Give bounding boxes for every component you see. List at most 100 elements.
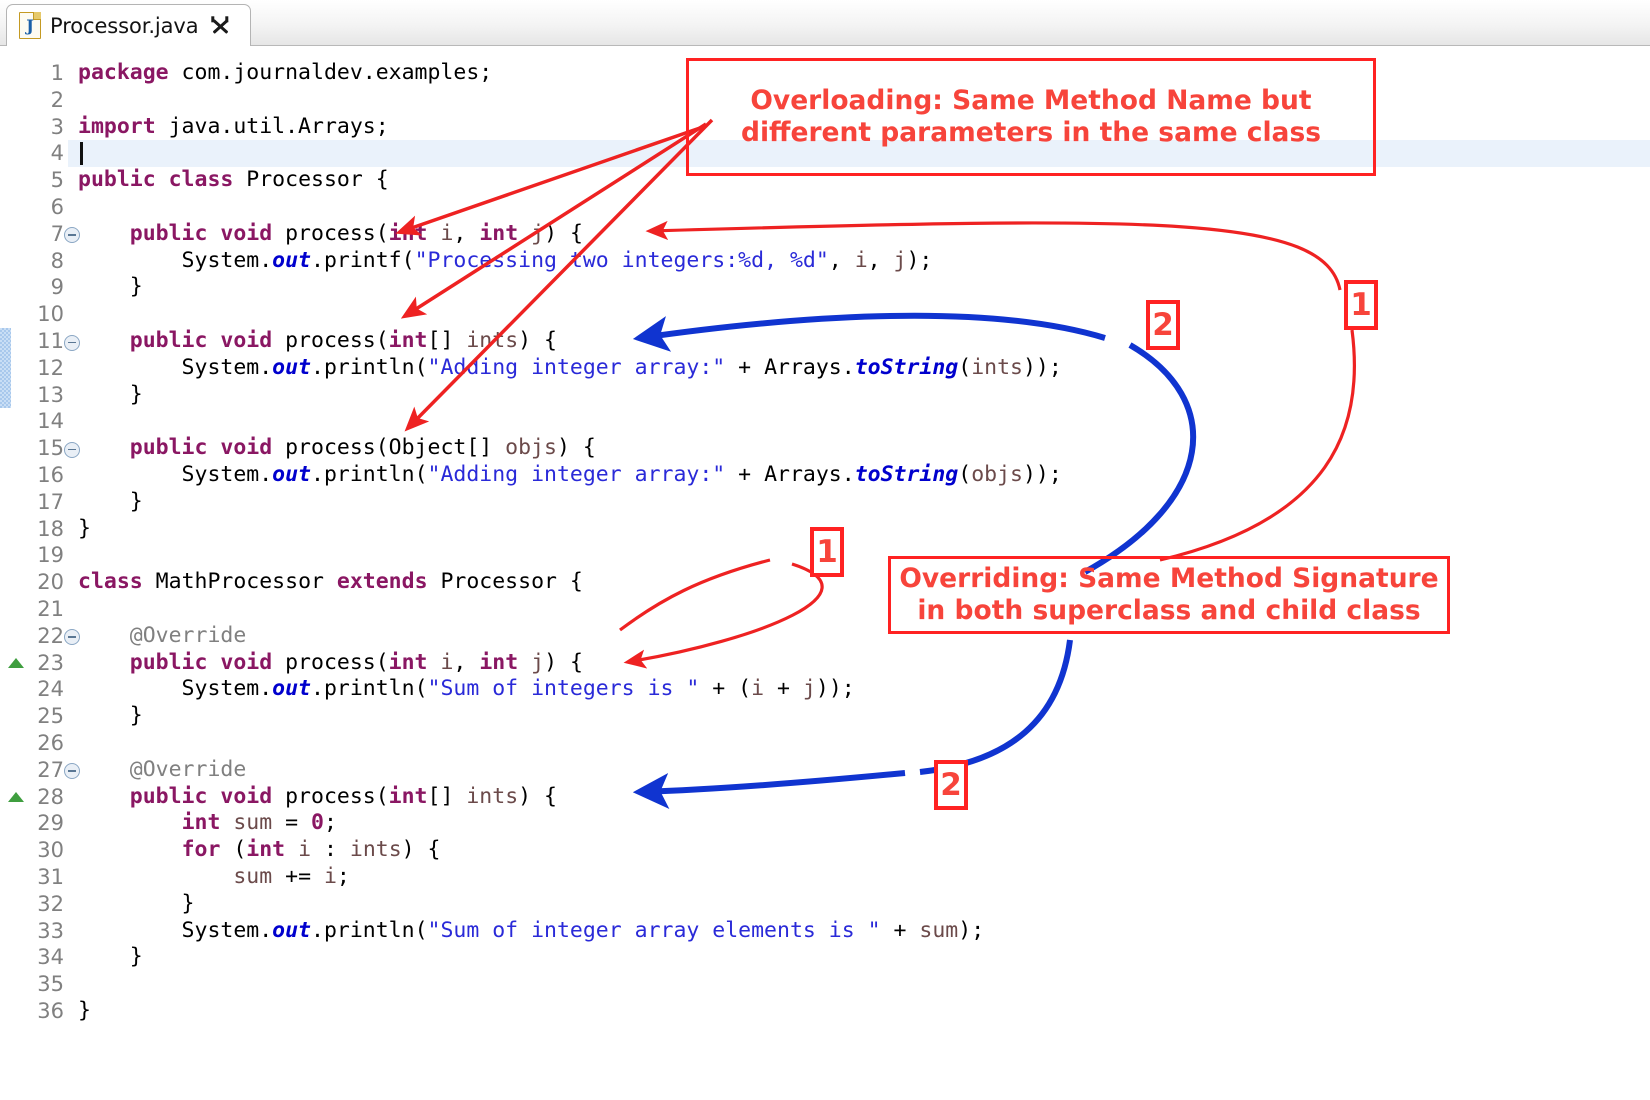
code-line-20: 20 class MathProcessor extends Processor …	[0, 569, 1650, 596]
marker-2-overriding-bottom: 2	[934, 760, 968, 810]
fold-collapse-icon[interactable]	[64, 441, 80, 458]
line-number: 22	[37, 623, 64, 648]
override-marker-icon[interactable]	[8, 657, 24, 668]
java-file-icon: J	[19, 12, 41, 39]
fold-collapse-icon[interactable]	[64, 763, 80, 780]
line-number: 3	[50, 114, 64, 139]
code-line-21: 21	[0, 596, 1650, 623]
override-marker-icon[interactable]	[8, 791, 24, 802]
code-line-17: 17 }	[0, 489, 1650, 516]
tab-title: Processor.java	[50, 13, 199, 38]
code-text: for (int i : ints) {	[181, 837, 441, 863]
line-number: 31	[37, 865, 64, 889]
editor-tab-bar: J Processor.java	[0, 0, 1650, 46]
code-line-36: 36}	[0, 998, 1650, 1025]
code-text: public class Processor {	[78, 167, 389, 193]
line-number: 10	[37, 302, 64, 327]
code-text: }	[78, 703, 143, 729]
code-text: class MathProcessor extends Processor {	[78, 569, 583, 595]
code-line-34: 34 }	[0, 944, 1650, 971]
close-icon[interactable]	[209, 15, 231, 37]
line-number: 30	[37, 838, 64, 863]
line-number: 33	[37, 918, 64, 943]
code-line-10: 10	[0, 301, 1650, 328]
code-text: public void process(Object[] objs) {	[129, 435, 596, 461]
line-number: 1	[50, 61, 64, 85]
code-line-6: 6	[0, 194, 1650, 221]
code-line-3: 3 import java.util.Arrays;	[0, 114, 1650, 141]
fold-collapse-icon[interactable]	[64, 334, 80, 351]
marker-1-overloading-bottom: 1	[810, 527, 844, 577]
code-line-29: 29 int sum = 0;	[0, 810, 1650, 837]
code-line-16: 16 System.out.println("Adding integer ar…	[0, 462, 1650, 489]
line-number: 6	[50, 195, 64, 219]
code-text: public void process(int i, int j) {	[129, 220, 583, 246]
line-number: 26	[37, 731, 64, 755]
line-number: 25	[37, 704, 64, 729]
line-number: 27	[37, 757, 64, 782]
code-text: System.out.println("Adding integer array…	[78, 462, 1062, 487]
code-line-31: 31 sum += i;	[0, 864, 1650, 891]
line-number: 16	[37, 463, 64, 487]
code-line-23: 23 public void process(int i, int j) {	[0, 650, 1650, 677]
code-text: }	[78, 890, 195, 916]
line-number: 15	[37, 436, 64, 461]
code-line-22: 22 @Override	[0, 623, 1650, 650]
code-line-35: 35	[0, 971, 1650, 998]
code-line-8: 8 System.out.printf("Processing two inte…	[0, 248, 1650, 275]
fold-collapse-icon[interactable]	[64, 227, 80, 244]
code-text: @Override	[129, 756, 247, 782]
line-number: 23	[37, 650, 64, 675]
fold-collapse-icon[interactable]	[64, 629, 80, 646]
line-number: 29	[37, 811, 64, 836]
line-number: 14	[37, 409, 64, 434]
code-text: @Override	[129, 622, 247, 648]
line-number: 20	[37, 570, 64, 595]
marker-1-overloading-right: 1	[1344, 280, 1378, 330]
line-number: 19	[37, 543, 64, 568]
code-line-33: 33 System.out.println("Sum of integer ar…	[0, 918, 1650, 945]
code-line-32: 32 }	[0, 891, 1650, 918]
code-line-28: 28 public void process(int[] ints) {	[0, 784, 1650, 811]
change-bar-segment	[0, 328, 11, 409]
line-number: 12	[37, 355, 64, 380]
code-text: public void process(int i, int j) {	[129, 649, 583, 675]
code-line-14: 14	[0, 408, 1650, 435]
line-number: 8	[50, 248, 64, 273]
line-number: 4	[50, 141, 64, 166]
code-text: System.out.println("Adding integer array…	[78, 354, 1062, 380]
code-text: }	[78, 488, 143, 514]
code-text: package com.journaldev.examples;	[78, 60, 493, 85]
code-text: sum += i;	[233, 864, 350, 889]
code-line-4: 4	[0, 140, 1650, 168]
code-line-27: 27 @Override	[0, 757, 1650, 784]
code-line-25: 25 }	[0, 703, 1650, 730]
overloading-callout: Overloading: Same Method Name but differ…	[686, 58, 1376, 176]
code-line-19: 19	[0, 542, 1650, 569]
code-line-2: 2	[0, 87, 1650, 114]
code-line-1: 1 package com.journaldev.examples;	[0, 60, 1650, 87]
line-number: 13	[37, 382, 64, 407]
code-text: System.out.println("Sum of integer array…	[78, 917, 985, 943]
line-number: 28	[37, 784, 64, 809]
code-text: int sum = 0;	[181, 810, 337, 836]
code-text: }	[78, 998, 91, 1023]
code-line-15: 15 public void process(Object[] objs) {	[0, 435, 1650, 462]
code-line-26: 26	[0, 730, 1650, 757]
code-line-24: 24 System.out.println("Sum of integers i…	[0, 676, 1650, 703]
code-line-13: 13 }	[0, 382, 1650, 409]
code-text: import java.util.Arrays;	[78, 113, 389, 139]
line-number: 11	[37, 329, 64, 353]
line-number: 34	[37, 945, 64, 970]
code-text: System.out.printf("Processing two intege…	[78, 247, 933, 273]
line-number: 9	[50, 275, 64, 300]
code-text: }	[78, 381, 143, 407]
tab-processor-java[interactable]: J Processor.java	[6, 4, 251, 46]
line-number: 2	[50, 87, 64, 112]
line-number: 7	[50, 221, 64, 246]
line-number: 18	[37, 516, 64, 541]
line-number: 21	[37, 597, 64, 621]
code-text: }	[78, 274, 143, 300]
line-number: 17	[37, 489, 64, 514]
